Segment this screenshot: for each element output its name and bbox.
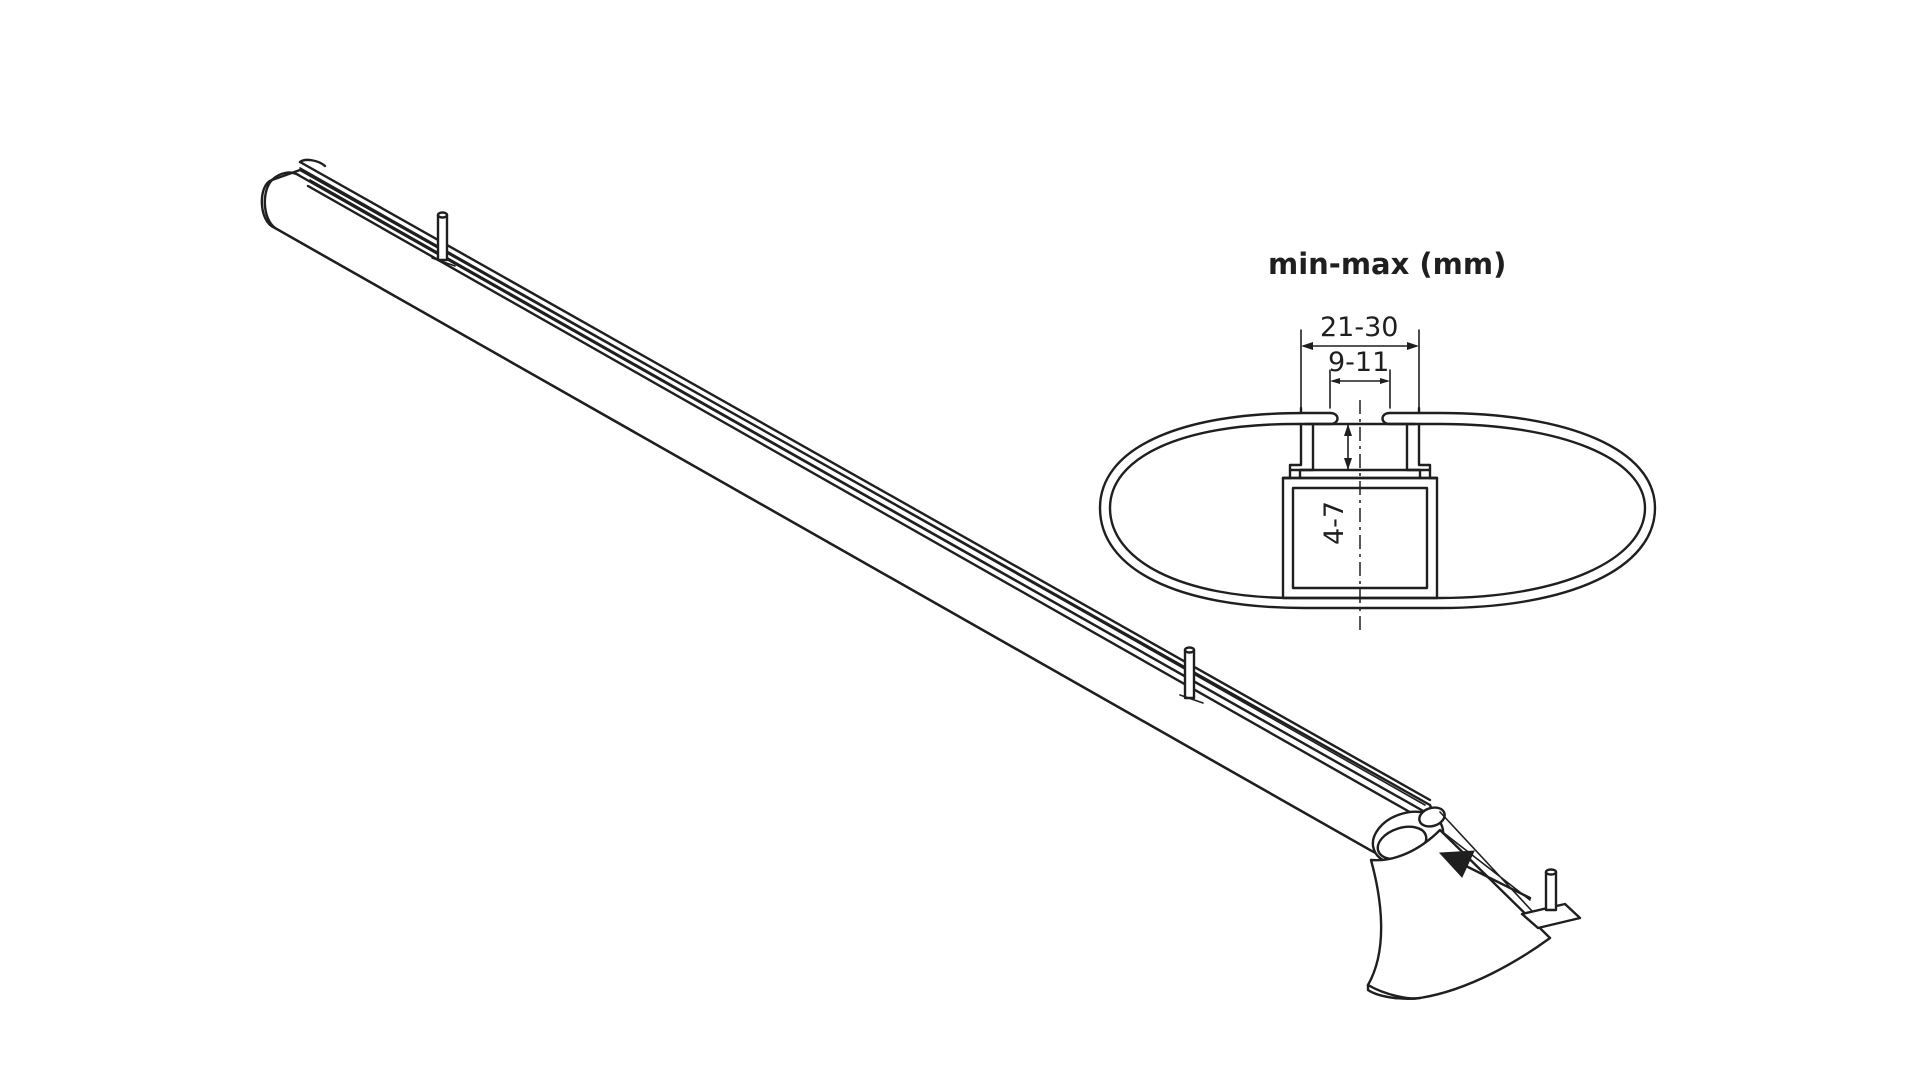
roof-bar <box>260 158 1552 1000</box>
dim-outer-label: 21-30 <box>1320 312 1398 343</box>
t-track-rail-lower-inner <box>309 179 1419 809</box>
t-slot <box>1299 406 1421 426</box>
profile-outer <box>1098 411 1657 610</box>
bar-body <box>260 168 1442 861</box>
bar-bolt-2 <box>1179 646 1204 704</box>
bar-lower-edge <box>273 226 1372 852</box>
guide-lines <box>1439 811 1546 926</box>
dim-outer: 21-30 <box>1300 312 1420 409</box>
cross-section: min-max (mm) 21-30 <box>1098 247 1657 632</box>
t-bolt-icon <box>1520 868 1582 930</box>
dim-depth-label: 4-7 <box>1319 501 1350 545</box>
t-track-rail-lower <box>306 184 1417 817</box>
insert-arrow-icon <box>1438 850 1532 900</box>
dim-inner: 9-11 <box>1328 347 1391 409</box>
t-track-rail-upper <box>298 160 1432 802</box>
bar-foot <box>1366 828 1552 1000</box>
profile-inner <box>1108 422 1647 600</box>
dim-depth: 4-7 <box>1319 423 1352 545</box>
bar-left-end <box>263 178 277 230</box>
t-track-slot-top <box>298 158 327 168</box>
dim-inner-label: 9-11 <box>1328 347 1389 378</box>
t-track-rail-upper-inner <box>299 167 1426 806</box>
bar-top-edge <box>270 171 1427 814</box>
bar-bolt-1 <box>431 211 456 267</box>
diagram-title: min-max (mm) <box>1268 247 1506 281</box>
